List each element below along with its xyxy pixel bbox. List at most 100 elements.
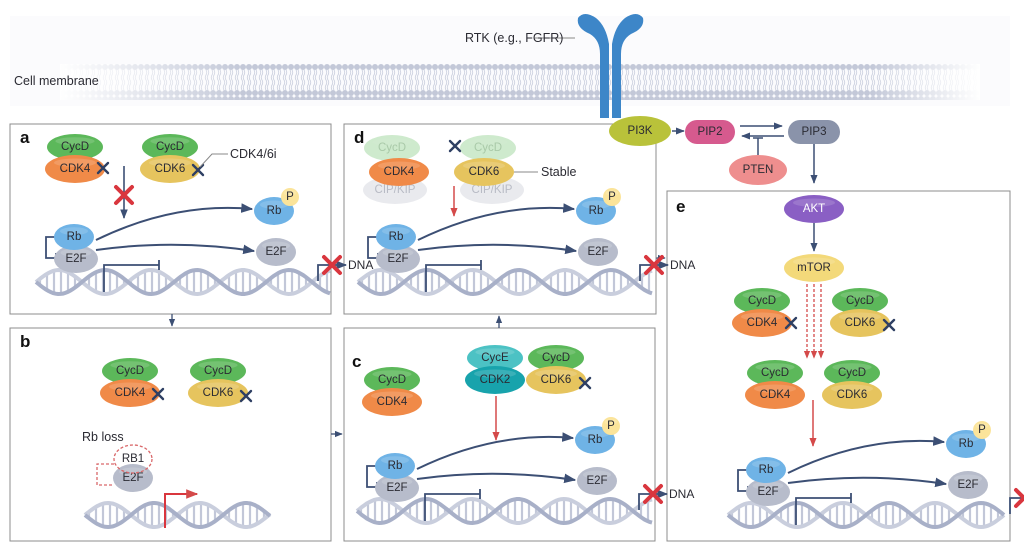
svg-text:PIP3: PIP3 xyxy=(802,126,827,138)
panel-d-phosphate: P xyxy=(603,188,621,206)
panel-c-complex-cdk6-cycd: CycD xyxy=(528,345,584,371)
panel-a-dna-helix xyxy=(34,267,331,297)
panel-c-dna-label: DNA xyxy=(669,487,694,501)
svg-text:CycD: CycD xyxy=(748,295,776,307)
svg-text:RB1: RB1 xyxy=(122,453,144,465)
panel-e-e2f-release-arrow xyxy=(787,476,948,488)
panel-b-rb1-lost: RB1 xyxy=(113,444,153,474)
panel-b xyxy=(9,327,332,542)
panel-b-complex2-cycd: CycD xyxy=(190,358,246,384)
pip3-node: PIP3 xyxy=(788,120,840,144)
svg-text:CDK6: CDK6 xyxy=(469,166,500,178)
panel-c-e2f-free: E2F xyxy=(577,467,617,495)
panel-d-cycd-faded-1: CycD xyxy=(364,135,420,161)
svg-text:Rb: Rb xyxy=(759,464,774,476)
panel-a-complex2-cdk6: CDK6 xyxy=(140,155,200,183)
panel-c-phosphate: P xyxy=(602,417,620,435)
svg-text:CycD: CycD xyxy=(761,367,789,379)
panel-d-dna-helix xyxy=(356,267,653,297)
panel-b-inhibitor-cdk4-icon xyxy=(151,387,165,401)
svg-text:CDK4: CDK4 xyxy=(377,396,408,408)
panel-e-e2f-bound: E2F xyxy=(746,478,790,506)
svg-text:E2F: E2F xyxy=(265,246,286,258)
panel-e-rb-release-arrow xyxy=(787,436,946,474)
pip2-node: PIP2 xyxy=(685,120,735,144)
svg-text:E2F: E2F xyxy=(122,472,143,484)
panel-e-rb-bound: Rb xyxy=(746,457,786,483)
panel-c-transcription-arrow xyxy=(638,489,669,510)
panel-e-dna-helix xyxy=(726,500,1006,530)
panel-e-complex-top2-cycd: CycD xyxy=(832,288,888,314)
svg-text:PI3K: PI3K xyxy=(628,125,653,137)
svg-text:P: P xyxy=(608,191,616,203)
panel-c-complex-cdk4-cdk4: CDK4 xyxy=(362,388,422,416)
panel-e-complex-new2-cycd: CycD xyxy=(824,360,880,386)
svg-text:CDK6: CDK6 xyxy=(155,163,186,175)
panel-a-inhibitor-leader xyxy=(199,153,228,168)
panel-d-dna-label: DNA xyxy=(670,258,695,272)
svg-text:E2F: E2F xyxy=(957,479,978,491)
panel-c-complex-cdk2-cdk2: CDK2 xyxy=(465,366,525,394)
svg-text:Rb: Rb xyxy=(588,434,603,446)
panel-a-complex2-cycd: CycD xyxy=(142,134,198,160)
svg-text:CycD: CycD xyxy=(474,142,502,154)
panel-b-inhibitor-cdk6-icon xyxy=(239,389,253,403)
panel-d-e2f-release-arrow xyxy=(417,243,578,255)
svg-text:E2F: E2F xyxy=(387,253,408,265)
svg-text:CycD: CycD xyxy=(542,352,570,364)
panel-a-e2f-free: E2F xyxy=(256,238,296,266)
panel-e-e2f-free: E2F xyxy=(948,471,988,499)
panel-letter-a: a xyxy=(20,128,30,147)
svg-text:E2F: E2F xyxy=(65,253,86,265)
panel-d-cdk6: CDK6 xyxy=(454,158,514,186)
svg-text:Rb: Rb xyxy=(959,438,974,450)
panel-a-transcription-arrow xyxy=(317,260,348,281)
panel-c-rb-phospho: Rb xyxy=(575,426,615,454)
panel-c-e2f-release-arrow xyxy=(416,472,577,484)
panel-b-rb1-self-inhibit xyxy=(96,463,114,486)
svg-text:Rb: Rb xyxy=(589,205,604,217)
panel-c-complex-cdk4-cycd: CycD xyxy=(364,367,420,393)
panel-c-complex-cdk2-cyce: CycE xyxy=(467,345,523,371)
panel-e-phosphate: P xyxy=(973,421,991,439)
svg-text:CycD: CycD xyxy=(61,141,89,153)
svg-text:PIP2: PIP2 xyxy=(698,126,723,138)
svg-text:CDK6: CDK6 xyxy=(203,387,234,399)
svg-text:mTOR: mTOR xyxy=(797,262,831,274)
panel-a-rb-release-arrow xyxy=(95,203,254,241)
svg-text:CycD: CycD xyxy=(838,367,866,379)
panel-d-stable-label: Stable xyxy=(541,165,576,179)
panel-a-promoter-repression xyxy=(103,260,160,292)
panel-d-cycd-faded-2: CycD xyxy=(460,135,516,161)
svg-text:CycD: CycD xyxy=(116,365,144,377)
panel-b-active-transcription xyxy=(164,489,199,528)
panel-e-complex-top1-cycd: CycD xyxy=(734,288,790,314)
svg-text:CDK6: CDK6 xyxy=(541,374,572,386)
svg-text:CIP/KIP: CIP/KIP xyxy=(375,184,416,196)
svg-text:CDK4: CDK4 xyxy=(115,387,146,399)
svg-text:CDK2: CDK2 xyxy=(480,374,511,386)
svg-text:CDK6: CDK6 xyxy=(837,389,868,401)
panel-d-cdk4: CDK4 xyxy=(369,158,429,186)
panel-d-e2f-free: E2F xyxy=(578,238,618,266)
panel-a-e2f-bound: E2F xyxy=(54,245,98,273)
panel-e-complex-top2-cdk6: CDK6 xyxy=(830,309,890,337)
svg-text:P: P xyxy=(286,191,294,203)
svg-text:CDK4: CDK4 xyxy=(60,163,91,175)
svg-text:E2F: E2F xyxy=(586,475,607,487)
svg-text:CycD: CycD xyxy=(156,141,184,153)
svg-text:CDK4: CDK4 xyxy=(747,317,778,329)
svg-text:CDK4: CDK4 xyxy=(384,166,415,178)
panel-d-rb-bound: Rb xyxy=(376,224,416,250)
svg-text:AKT: AKT xyxy=(803,203,825,215)
panel-a-phosphate: P xyxy=(281,188,299,206)
panel-letter-b: b xyxy=(20,332,30,351)
panel-d-e2f-bound: E2F xyxy=(376,245,420,273)
svg-text:CDK6: CDK6 xyxy=(845,317,876,329)
panel-a-inhibitor-cdk4-icon xyxy=(96,161,110,175)
panel-a-e2f-release-arrow xyxy=(95,243,256,255)
panel-e-transcription-arrow xyxy=(1009,497,1024,514)
panel-b-rb-loss-label: Rb loss xyxy=(82,430,124,444)
panel-d-promoter-repression xyxy=(425,260,482,292)
